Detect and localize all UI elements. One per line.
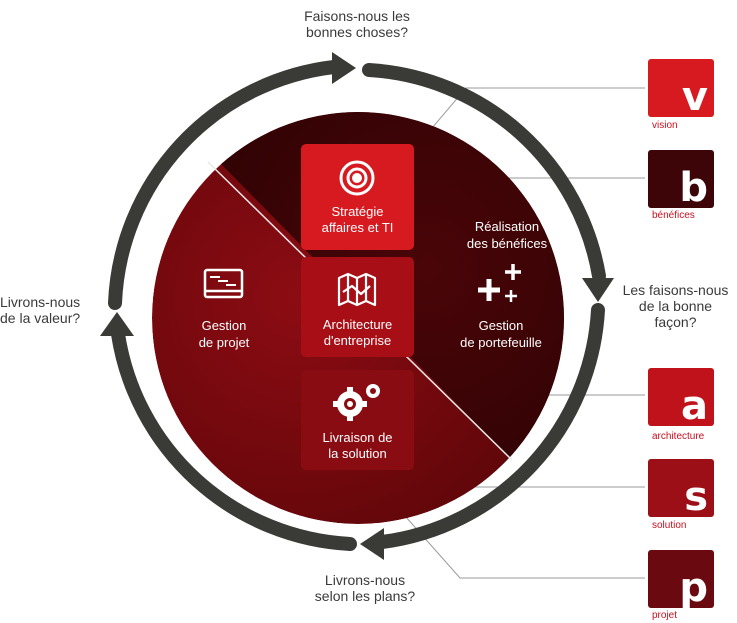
plus-cluster-icon xyxy=(478,264,521,302)
target-icon xyxy=(339,160,375,196)
tile-solution-letter: s xyxy=(684,474,708,520)
tile-solution-caption: solution xyxy=(652,520,687,531)
tile-benefits: b xyxy=(648,150,714,211)
tile-solution: s xyxy=(648,459,714,520)
cycle-ring xyxy=(108,60,606,551)
tile-project: p xyxy=(648,550,714,611)
arrowhead-left xyxy=(100,312,134,336)
arrowhead-top xyxy=(332,52,356,84)
tile-project-caption: projet xyxy=(652,610,678,621)
gantt-window-icon xyxy=(203,268,244,299)
ring-arc-bottom-left xyxy=(111,327,357,551)
strategy-box xyxy=(301,144,414,250)
tile-architecture-caption: architecture xyxy=(652,431,705,442)
region-benefits-portfolio xyxy=(170,112,564,524)
tile-vision: v xyxy=(648,59,714,120)
tile-benefits-letter: b xyxy=(679,165,708,211)
arrowhead-bottom xyxy=(360,528,384,560)
tile-vision-caption: vision xyxy=(652,120,678,131)
connector-project xyxy=(397,507,645,579)
tile-project-letter: p xyxy=(679,565,708,611)
ring-arc-top-right xyxy=(362,63,606,283)
tile-vision-letter: v xyxy=(681,74,708,120)
map-icon xyxy=(337,272,377,307)
architecture-box xyxy=(301,257,414,357)
delivery-box xyxy=(301,370,414,470)
ring-arc-right-bottom xyxy=(375,303,605,549)
arrowhead-right xyxy=(582,278,614,302)
cycle-arrowheads xyxy=(100,52,614,560)
tile-architecture: a xyxy=(648,368,714,429)
ring-arc-left-top xyxy=(108,60,341,310)
gears-icon xyxy=(333,384,380,421)
tile-architecture-letter: a xyxy=(681,383,708,429)
tile-benefits-caption: bénéfices xyxy=(652,210,695,221)
